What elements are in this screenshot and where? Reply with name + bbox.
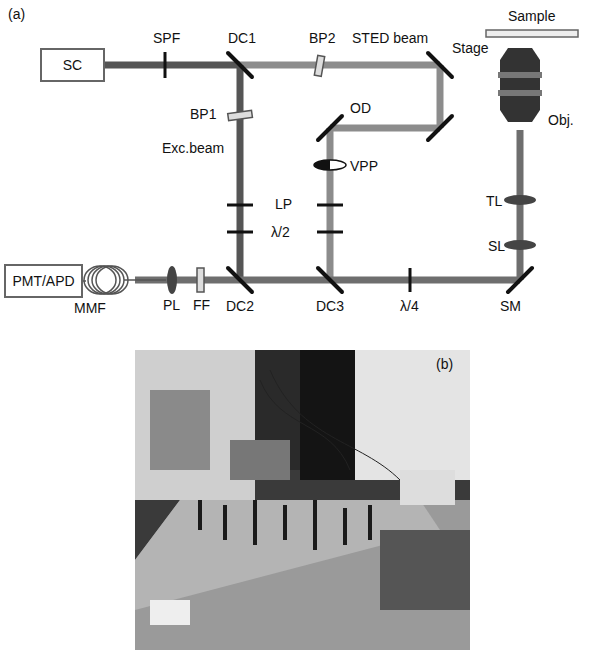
part-label: OD: [350, 100, 371, 116]
part-label: BP1: [190, 106, 216, 122]
part-label: STED beam: [352, 30, 428, 46]
part-label: TL: [486, 193, 502, 209]
part-label: LP: [275, 196, 292, 212]
part-label: DC2: [226, 298, 254, 314]
part-label: Obj.: [548, 112, 574, 128]
part-label: VPP: [350, 158, 378, 174]
part-label: MMF: [74, 300, 106, 316]
part-label: (b): [436, 356, 453, 372]
part-label: Sample: [508, 8, 555, 24]
device-name: SC: [63, 57, 82, 73]
device-name: PMT/APD: [12, 273, 74, 289]
part-label: DC1: [228, 30, 256, 46]
part-label: Exc.beam: [162, 140, 224, 156]
part-label: λ/4: [400, 298, 419, 314]
part-label: FF: [193, 297, 210, 313]
part-label: (a): [8, 6, 25, 22]
part-label: SL: [488, 238, 505, 254]
part-label: BP2: [309, 30, 335, 46]
part-label: Stage: [452, 40, 489, 56]
part-label: SM: [500, 298, 521, 314]
device-box: PMT/APD: [4, 264, 83, 298]
part-label: DC3: [316, 298, 344, 314]
device-box: SC: [40, 48, 105, 82]
part-label: λ/2: [271, 224, 290, 240]
part-label: SPF: [153, 30, 180, 46]
part-label: PL: [163, 297, 180, 313]
